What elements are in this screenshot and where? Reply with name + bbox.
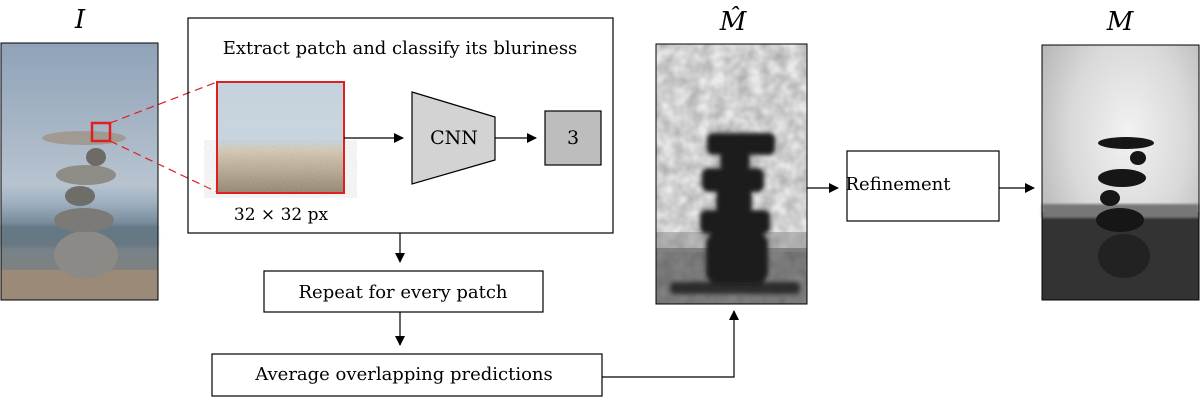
output-class-value: 3 [567,127,579,149]
cnn-label: CNN [430,127,478,149]
input-image [0,42,159,301]
selected-patch-marker [90,121,112,143]
zoom-line-top [109,81,218,124]
refinement-label: Refinement [845,174,951,195]
zoom-line-bottom [109,140,218,193]
patch-size-label: 32 × 32 px [234,205,329,225]
output-class-box [544,110,602,166]
cnn-block [411,91,496,185]
average-label: Average overlapping predictions [254,364,553,385]
repeat-label: Repeat for every patch [298,282,507,303]
refined-map-label: M [1106,7,1135,37]
average-box [211,353,603,397]
refinement-box [846,150,1000,222]
arrow-average-to-raw-map [602,310,739,378]
refined-blur-map [1041,44,1200,301]
input-image-label: I [74,5,86,35]
raw-blur-map [655,43,808,305]
raw-map-label: M̂ [719,6,748,37]
repeat-box [263,270,544,313]
extract-box-title: Extract patch and classify its bluriness [223,38,578,59]
patch-zoom [216,81,345,194]
